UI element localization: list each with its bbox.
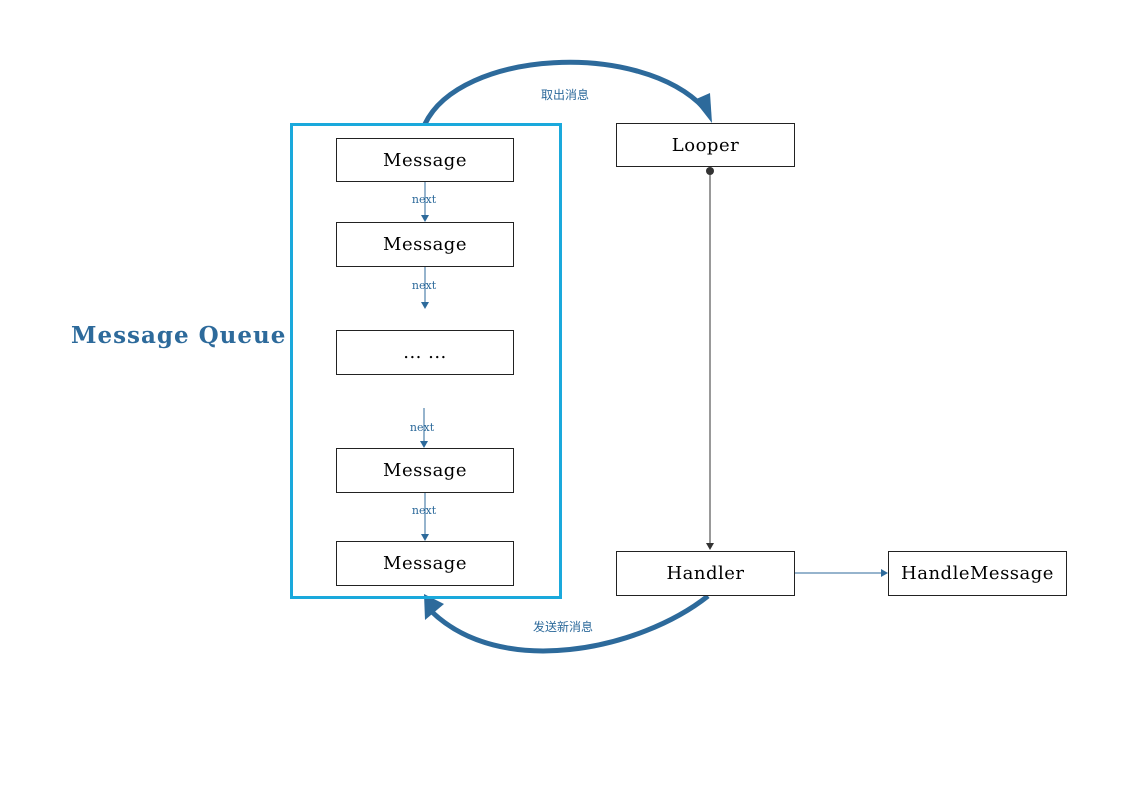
send-message-arc: [428, 594, 710, 654]
message-node-ellipsis: ... ...: [336, 330, 514, 375]
message-node-2: Message: [336, 222, 514, 267]
next-link-2-label: next: [411, 279, 437, 292]
next-link-4-label: next: [411, 504, 437, 517]
handler-box: Handler: [616, 551, 795, 596]
looper-box: Looper: [616, 123, 795, 167]
handle-message-box: HandleMessage: [888, 551, 1067, 596]
send-message-arrowhead: [424, 594, 444, 620]
take-message-arrowhead: [694, 93, 712, 123]
message-node-4: Message: [336, 541, 514, 586]
send-message-label: 发送新消息: [533, 620, 594, 634]
take-message-arc: [422, 59, 706, 126]
next-link-1-label: next: [411, 193, 437, 206]
message-node-3: Message: [336, 448, 514, 493]
message-node-1: Message: [336, 138, 514, 182]
take-message-label: 取出消息: [541, 88, 590, 102]
next-link-3-label: next: [409, 421, 435, 434]
message-queue-title: Message Queue: [71, 322, 287, 349]
message-queue-frame: [290, 123, 562, 599]
